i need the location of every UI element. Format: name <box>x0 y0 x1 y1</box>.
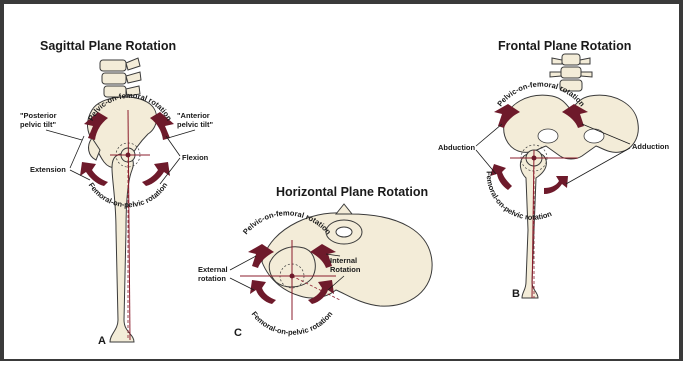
panel-a-extension-label: Extension <box>30 165 66 174</box>
panel-b-abduction-label: Abduction <box>438 143 475 152</box>
panel-frontal: Frontal Plane Rotation Pelvic-on-femora <box>438 39 669 300</box>
panel-b-obturator-left <box>538 129 558 143</box>
panel-b-obturator-right <box>584 129 604 143</box>
panel-a-flexion-label: Flexion <box>182 153 209 162</box>
panel-a-center-dot <box>126 153 131 158</box>
panel-a-arrow-bottom-right <box>142 162 170 186</box>
panel-b-letter: B <box>512 288 520 300</box>
panel-c-external-label-1: External <box>198 265 228 274</box>
panel-b-center-dot <box>532 156 537 161</box>
panel-b-spine <box>550 54 592 91</box>
panel-sagittal: Sagittal Plane Rotation <box>20 39 214 347</box>
panel-c-internal-label-1: Internal <box>330 256 357 265</box>
panel-b-title: Frontal Plane Rotation <box>498 39 631 53</box>
panel-c-external-label-2: rotation <box>198 274 226 283</box>
panel-a-anterior-label-2: pelvic tilt" <box>177 120 214 129</box>
panel-c-vertebra <box>326 204 362 244</box>
panel-b-adduction-label: Adduction <box>632 142 669 151</box>
panel-a-anterior-label-1: "Anterior <box>177 111 210 120</box>
panel-c-center-dot <box>290 274 295 279</box>
panel-a-femur <box>110 154 134 342</box>
panel-b-bottom-arc-label: Femoral-on-pelvic rotation <box>485 171 554 222</box>
panel-c-internal-label-2: Rotation <box>330 265 361 274</box>
panel-c-arrow-bottom-left <box>250 280 276 304</box>
panel-a-title: Sagittal Plane Rotation <box>40 39 176 53</box>
panel-horizontal: Horizontal Plane Rotation Pelvic-on-femo… <box>198 185 432 339</box>
panel-b-arrow-bottom-right <box>544 176 568 194</box>
panel-a-posterior-label-2: pelvic tilt" <box>20 120 57 129</box>
panel-a-posterior-label-1: "Posterior <box>20 111 57 120</box>
panel-a-letter: A <box>98 335 106 347</box>
panel-c-title: Horizontal Plane Rotation <box>276 185 428 199</box>
panel-c-letter: C <box>234 327 242 339</box>
